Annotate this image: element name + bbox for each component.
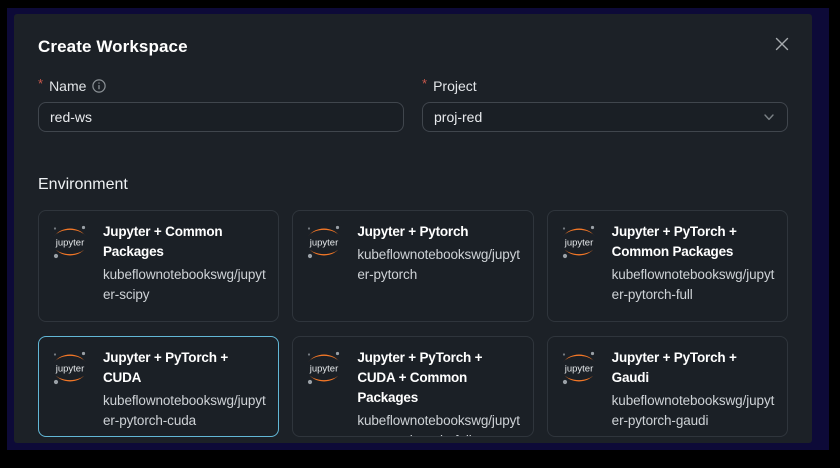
env-card-jupyter-scipy[interactable]: jupyter Jupyter + Common Packages kubefl… — [38, 210, 280, 322]
env-card-title: Jupyter + PyTorch + CUDA + Common Packag… — [357, 350, 483, 405]
env-card-jupyter-pytorch-gaudi[interactable]: jupyter Jupyter + PyTorch + Gaudi kubefl… — [546, 336, 788, 437]
project-label-text: Project — [433, 78, 477, 94]
svg-text:jupyter: jupyter — [55, 364, 85, 375]
name-label-text: Name — [49, 78, 87, 94]
name-label: * Name — [38, 76, 404, 94]
project-label: * Project — [422, 76, 788, 94]
svg-text:jupyter: jupyter — [309, 238, 339, 249]
svg-text:jupyter: jupyter — [563, 238, 593, 249]
env-card-image: kubeflownotebookswg/jupyter-pytorch-cuda — [103, 393, 266, 428]
create-workspace-modal: Create Workspace * Name * Project — [14, 14, 812, 443]
jupyter-logo-icon: jupyter — [50, 348, 90, 388]
env-card-jupyter-pytorch-cuda[interactable]: jupyter Jupyter + PyTorch + CUDA kubeflo… — [38, 336, 280, 437]
form-row: * Name * Project proj-red — [38, 76, 788, 132]
svg-text:jupyter: jupyter — [309, 364, 339, 375]
env-card-title: Jupyter + PyTorch + Gaudi — [611, 350, 737, 385]
chevron-down-icon — [762, 110, 776, 124]
jupyter-logo-icon: jupyter — [50, 222, 90, 262]
close-icon — [774, 37, 790, 55]
project-select[interactable]: proj-red — [422, 102, 788, 132]
env-card-image: kubeflownotebookswg/jupyter-pytorch-gaud… — [611, 393, 775, 428]
jupyter-logo-icon: jupyter — [304, 222, 344, 262]
env-card-title: Jupyter + PyTorch + Common Packages — [611, 224, 737, 259]
required-marker: * — [422, 76, 428, 91]
env-card-image: kubeflownotebookswg/jupyter-pytorch — [357, 247, 520, 282]
modal-header: Create Workspace — [38, 36, 789, 58]
name-field-group: * Name — [38, 76, 404, 132]
env-card-image: kubeflownotebookswg/jupyter-pytorch-cuda… — [357, 413, 520, 436]
close-button[interactable] — [772, 34, 792, 54]
env-card-image: kubeflownotebookswg/jupyter-scipy — [103, 267, 266, 302]
svg-text:jupyter: jupyter — [55, 238, 85, 249]
env-card-jupyter-pytorch[interactable]: jupyter Jupyter + Pytorch kubeflownotebo… — [292, 210, 534, 322]
env-card-jupyter-pytorch-full[interactable]: jupyter Jupyter + PyTorch + Common Packa… — [546, 210, 788, 322]
project-select-value: proj-red — [434, 109, 483, 125]
modal-title: Create Workspace — [38, 37, 188, 56]
jupyter-logo-icon: jupyter — [304, 348, 344, 388]
env-card-jupyter-pytorch-cuda-full[interactable]: jupyter Jupyter + PyTorch + CUDA + Commo… — [292, 336, 534, 437]
jupyter-logo-icon: jupyter — [559, 222, 599, 262]
svg-text:jupyter: jupyter — [563, 364, 593, 375]
project-field-group: * Project proj-red — [422, 76, 788, 132]
name-input[interactable] — [38, 102, 404, 132]
env-card-title: Jupyter + PyTorch + CUDA — [103, 350, 228, 385]
environment-card-grid: jupyter Jupyter + Common Packages kubefl… — [38, 210, 788, 437]
required-marker: * — [38, 76, 44, 91]
environment-heading: Environment — [38, 176, 128, 193]
env-card-title: Jupyter + Pytorch — [357, 224, 469, 239]
info-icon[interactable] — [92, 79, 107, 93]
env-card-image: kubeflownotebookswg/jupyter-pytorch-full — [611, 267, 775, 302]
jupyter-logo-icon: jupyter — [559, 348, 599, 388]
env-card-title: Jupyter + Common Packages — [103, 224, 223, 259]
